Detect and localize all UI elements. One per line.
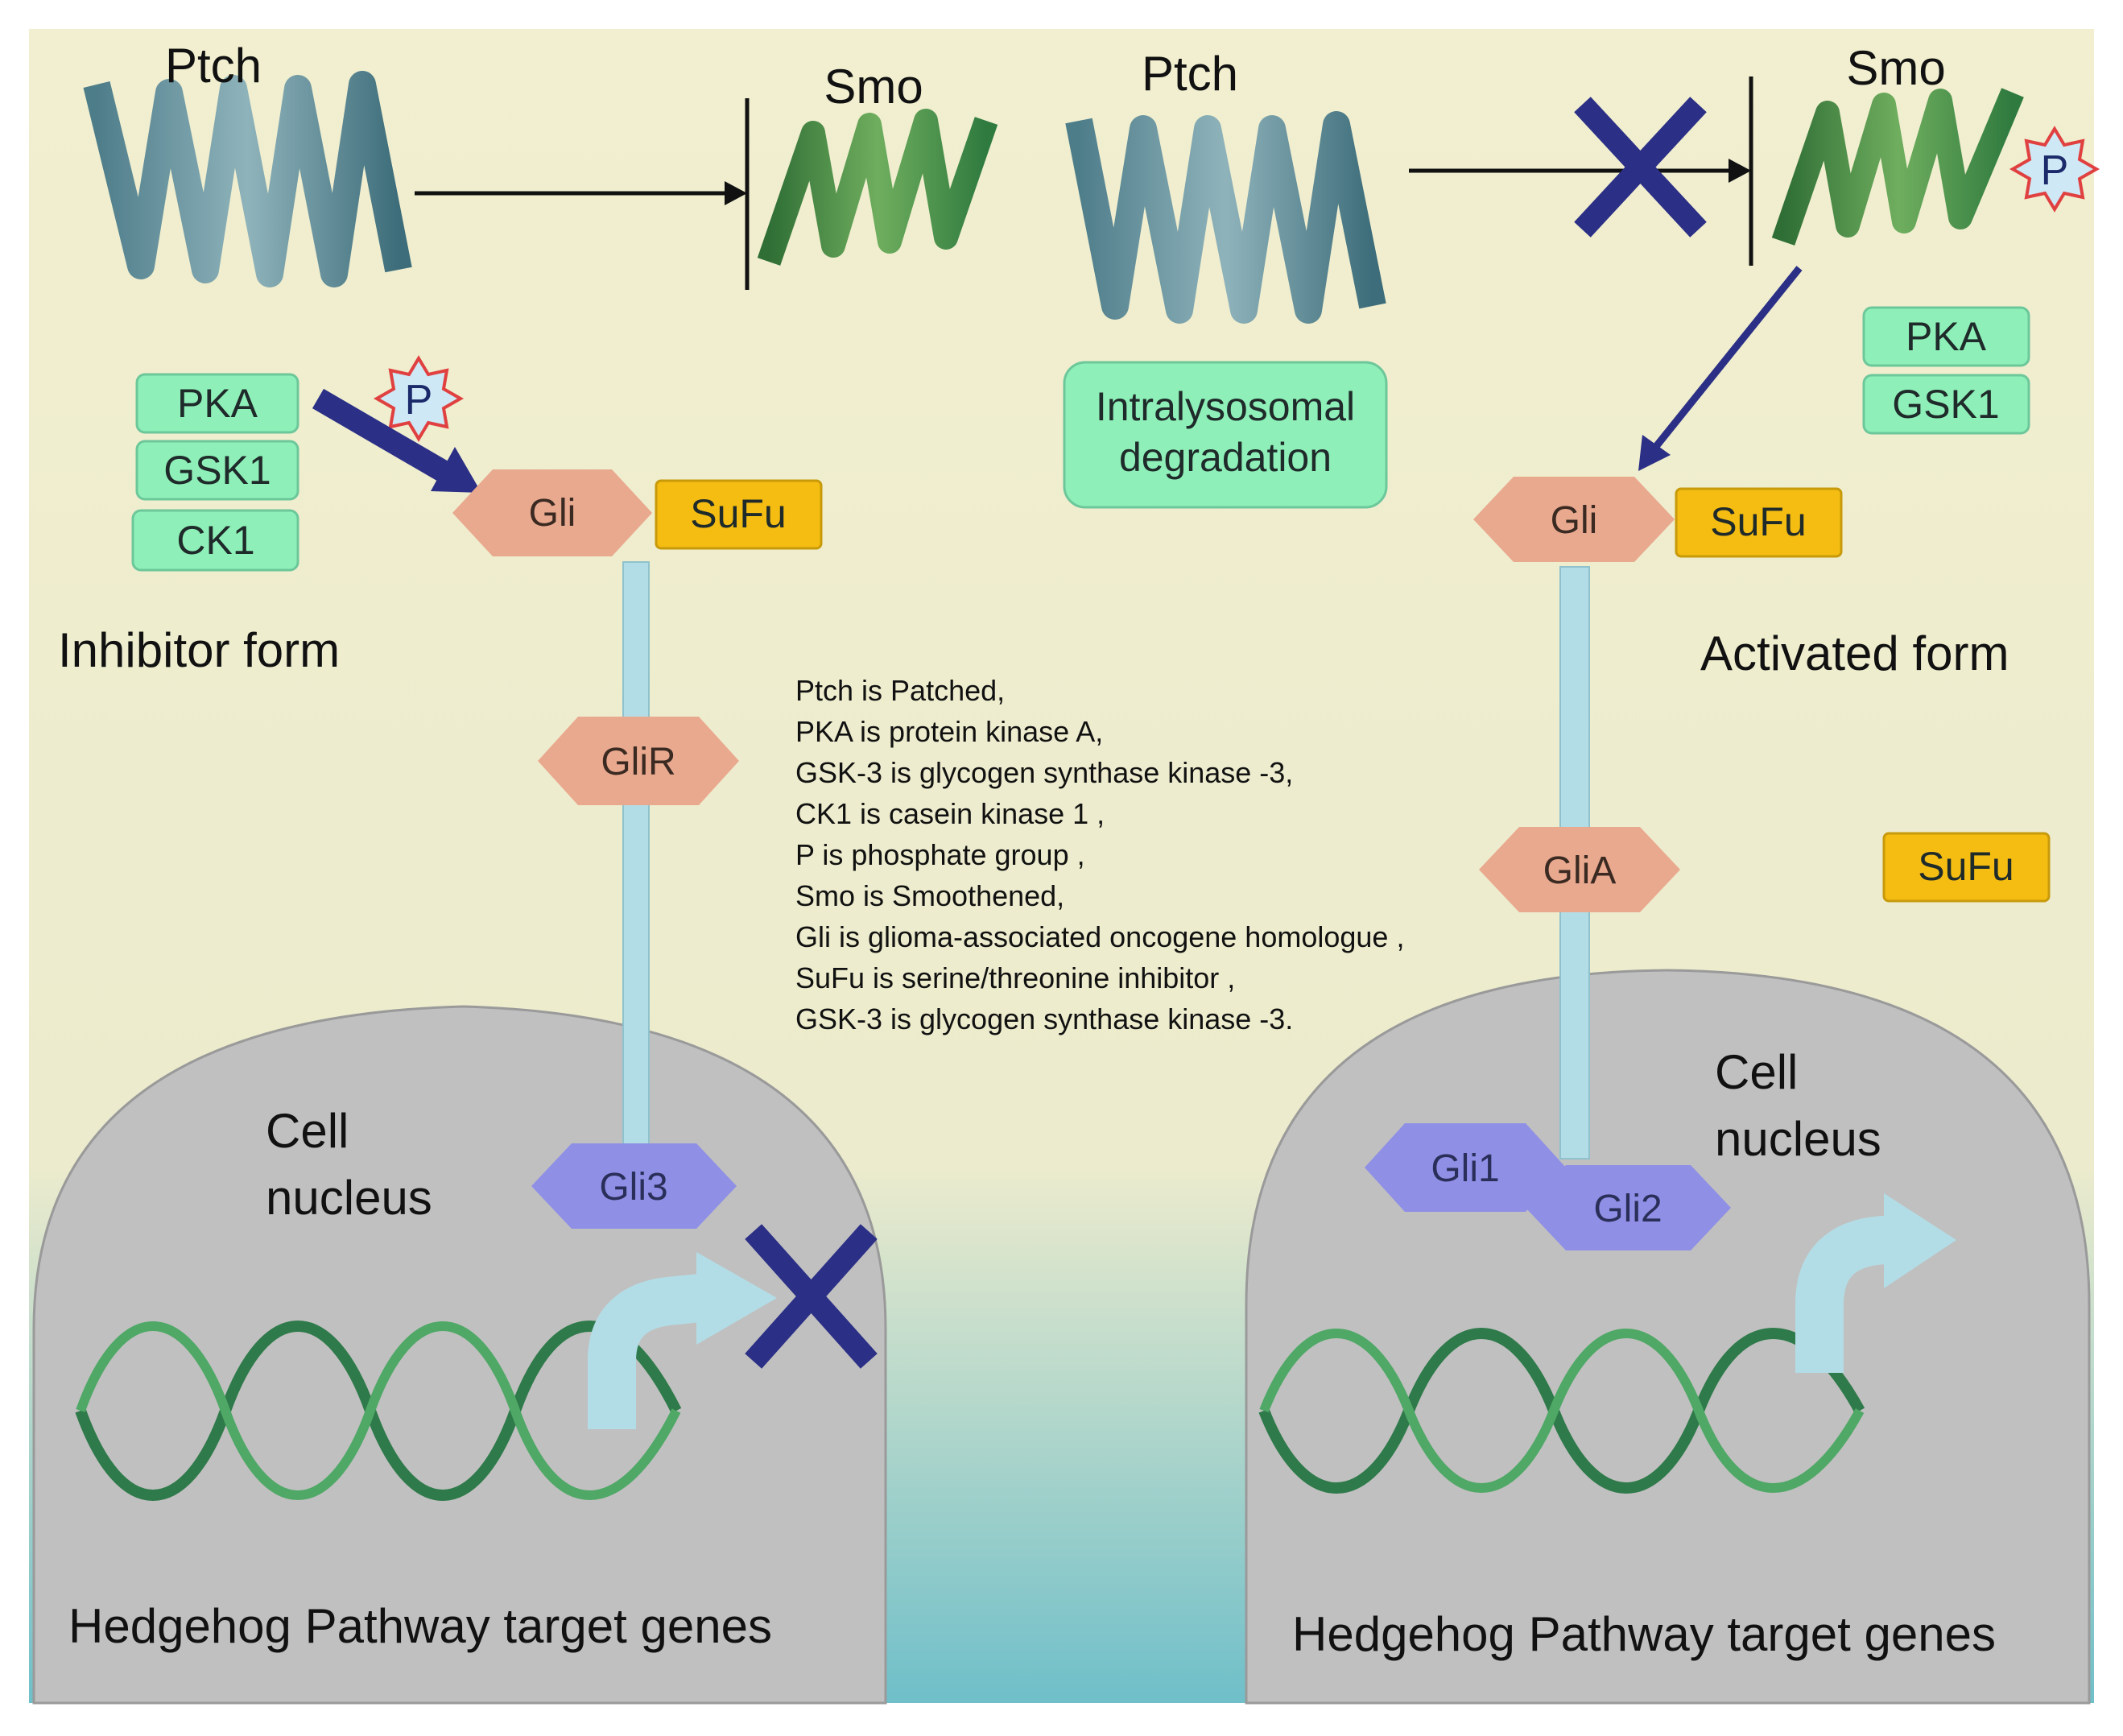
left-phosphorylation-arrowhead (431, 447, 481, 493)
left-sufu-box (655, 479, 823, 550)
left-sufu-label: SuFu (690, 491, 787, 536)
left-dna-helix (75, 1321, 682, 1501)
right-expression-arrowhead (1884, 1193, 1956, 1288)
right-ptch-protein (1065, 111, 1386, 324)
left-nucleus-label-line1: Cell (266, 1104, 349, 1158)
left-expression-arrow (588, 1274, 703, 1429)
left-dna-strand-b (76, 1321, 681, 1500)
left-pka-label: PKA (177, 381, 258, 426)
abbreviation-legend: Ptch is Patched, PKA is protein kinase A… (795, 674, 1404, 1035)
legend-line: Gli is glioma-associated oncogene homolo… (795, 920, 1404, 953)
left-gsk1-box (135, 440, 299, 501)
left-kinase-stack: PKA GSK1 CK1 (131, 373, 299, 572)
legend-line: PKA is protein kinase A, (795, 715, 1103, 748)
gli2-label: Gli2 (1593, 1188, 1662, 1230)
glia-label: GliA (1543, 849, 1617, 892)
free-sufu-box (1882, 832, 2051, 903)
legend-line: CK1 is casein kinase 1 , (795, 797, 1105, 830)
left-ck1-label: CK1 (176, 518, 254, 563)
right-pka-box (1862, 306, 2030, 367)
right-gsk1-box (1862, 374, 2030, 435)
gli2-hexagon (1526, 1165, 1731, 1250)
degradation-label-line2: degradation (1119, 435, 1332, 480)
right-phosphate-star (2009, 126, 2100, 213)
legend-line: GSK-3 is glycogen synthase kinase -3. (795, 1002, 1293, 1035)
right-nucleus-label-line1: Cell (1715, 1045, 1798, 1099)
inhibitor-form-label: Inhibitor form (58, 623, 340, 677)
left-ptch-label: Ptch (165, 39, 262, 93)
activated-form-label: Activated form (1700, 626, 2009, 680)
right-dna-helix (1258, 1328, 1865, 1494)
right-pka-label: PKA (1906, 314, 1987, 359)
left-expression-arrowhead (696, 1252, 777, 1345)
right-activation-arrowhead (1638, 435, 1671, 471)
glia-hexagon (1479, 827, 1680, 912)
left-smo-protein (757, 109, 998, 266)
right-sufu-label: SuFu (1710, 499, 1807, 544)
right-gli-label: Gli (1551, 499, 1598, 542)
right-smo-protein (1771, 88, 2024, 246)
right-cell-nucleus (1245, 969, 2091, 1705)
left-phosphorylation-arrow (312, 388, 453, 484)
right-blocked-x-icon (1574, 97, 1707, 238)
left-target-genes-label: Hedgehog Pathway target genes (68, 1599, 772, 1653)
right-dna-strand-b (1259, 1329, 1865, 1493)
right-gli-hexagon (1473, 477, 1675, 562)
left-gsk1-label: GSK1 (163, 448, 271, 493)
free-sufu-label: SuFu (1918, 844, 2014, 889)
left-ptch-protein (83, 71, 412, 287)
gli1-label: Gli1 (1431, 1147, 1499, 1190)
left-phosphate-star (373, 355, 465, 442)
left-smo-label: Smo (824, 60, 923, 114)
right-expression-arrow (1795, 1216, 1888, 1373)
right-target-genes-label: Hedgehog Pathway target genes (1292, 1607, 1996, 1661)
legend-line: Ptch is Patched, (795, 674, 1005, 707)
left-ck1-box (131, 509, 299, 572)
degradation-label-line1: Intralysosomal (1096, 384, 1355, 429)
left-gli-hexagon (452, 469, 652, 556)
left-gli-label: Gli (529, 492, 576, 535)
legend-line: P is phosphate group , (795, 838, 1085, 871)
left-gli-stalk (622, 561, 650, 1175)
right-activation-arrow (1651, 266, 1803, 451)
gli3-hexagon (531, 1143, 737, 1229)
left-phosphate-label: P (405, 377, 433, 424)
right-kinase-stack: PKA GSK1 (1862, 306, 2030, 435)
right-sufu-box (1675, 487, 1843, 558)
left-pka-box (135, 373, 299, 434)
left-nucleus-label-line2: nucleus (266, 1171, 432, 1225)
legend-line: GSK-3 is glycogen synthase kinase -3, (795, 756, 1293, 789)
legend-line: SuFu is serine/threonine inhibitor , (795, 961, 1235, 994)
right-inhibition-arrowhead (1729, 159, 1751, 183)
right-ptch-label: Ptch (1142, 47, 1238, 101)
legend-line: Smo is Smoothened, (795, 879, 1064, 912)
right-phosphate-label: P (2041, 147, 2069, 194)
right-gsk1-label: GSK1 (1892, 382, 1999, 427)
gli3-label: Gli3 (599, 1166, 667, 1209)
glir-label: GliR (601, 741, 675, 783)
right-nucleus-label-line2: nucleus (1715, 1112, 1881, 1166)
intralysosomal-degradation-box (1063, 361, 1388, 509)
right-smo-label: Smo (1846, 41, 1945, 95)
gli1-hexagon (1365, 1123, 1566, 1212)
left-blocked-x-icon (745, 1224, 878, 1369)
left-inhibition-arrowhead (725, 181, 747, 205)
glir-hexagon (538, 717, 739, 805)
